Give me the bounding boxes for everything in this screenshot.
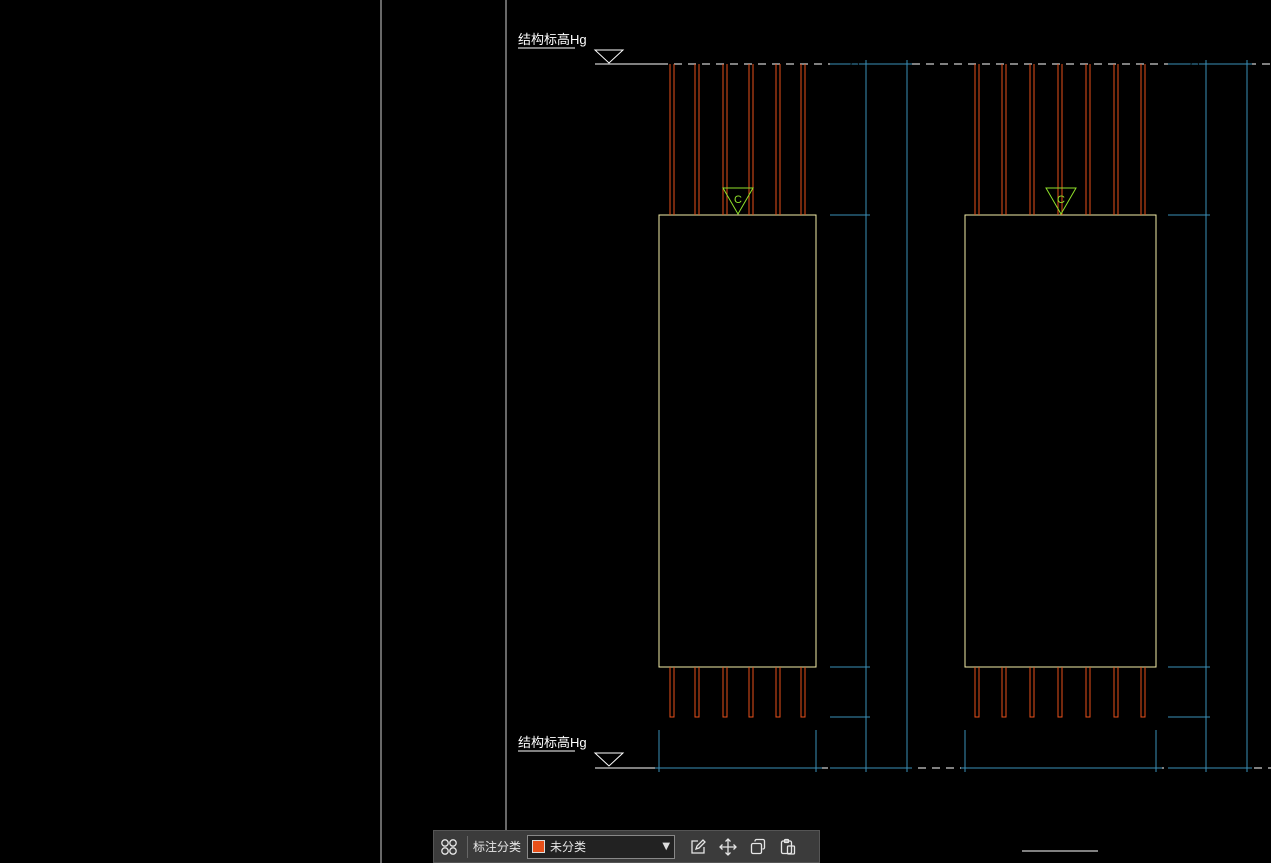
left-view-dim-bottom-segment: 300	[1188, 683, 1202, 703]
left-view-width-label: 1140	[1047, 749, 1075, 764]
left-view-rebars-top	[974, 64, 1146, 215]
category-select-value: 未分类	[550, 840, 587, 854]
left-view-dimensions	[961, 60, 1252, 772]
front-view-dim-body: 2700	[848, 429, 862, 456]
paste-icon[interactable]	[773, 833, 803, 861]
left-view-section-marker[interactable]: C	[1045, 187, 1077, 216]
move-icon[interactable]	[713, 833, 743, 861]
front-view-dimensions	[655, 60, 912, 772]
front-view-dim-top-segment: 900	[848, 130, 862, 150]
copy-icon[interactable]	[743, 833, 773, 861]
left-view-dim-total: 4200	[1229, 405, 1243, 432]
front-view-dim-zero: 0	[848, 61, 862, 68]
section-marker-label: C	[1057, 194, 1065, 206]
elevation-label-bottom: 结构标高Hg	[518, 735, 587, 750]
elevation-label-top: 结构标高Hg	[518, 32, 587, 47]
edit-icon[interactable]	[683, 833, 713, 861]
front-view-column-body	[658, 214, 817, 668]
toolbar-separator	[467, 835, 468, 858]
left-view-rebars-bottom	[974, 667, 1146, 718]
left-view-dim-zero: 0	[1188, 61, 1202, 68]
category-select[interactable]: 未分类 ▼	[527, 834, 676, 859]
elevation-marker-bottom: 结构标高Hg	[518, 735, 660, 769]
front-view[interactable]: C 0 900 2700 300 300 4200 940 主视图	[655, 60, 912, 840]
elevation-marker-top: 结构标高Hg	[518, 32, 660, 65]
front-view-width-label: 940	[725, 749, 747, 764]
left-view-title: 左视图	[1041, 824, 1089, 842]
front-view-rebars-top	[669, 64, 806, 215]
category-label: 标注分类	[473, 840, 522, 854]
left-view-dim-body: 2700	[1188, 429, 1202, 456]
section-marker-label: C	[734, 194, 742, 206]
front-view-rebars-bottom	[669, 667, 806, 718]
front-view-dim-base: 300	[848, 734, 862, 754]
left-view-dim-top-segment: 900	[1188, 130, 1202, 150]
left-view-dim-base: 300	[1188, 734, 1202, 754]
category-color-swatch	[532, 840, 546, 853]
chevron-down-icon: ▼	[662, 841, 671, 852]
front-view-dim-bottom-segment: 300	[848, 683, 862, 703]
left-view-column-body	[964, 214, 1157, 668]
left-view[interactable]: C 0 900 2700 300 300 4200 1140 左视图	[961, 60, 1252, 852]
front-view-dim-total: 4200	[889, 405, 903, 432]
grid-icon[interactable]	[434, 833, 464, 861]
front-view-section-marker[interactable]: C	[722, 187, 754, 216]
annotation-toolbar: 标注分类 未分类 ▼	[433, 830, 820, 863]
